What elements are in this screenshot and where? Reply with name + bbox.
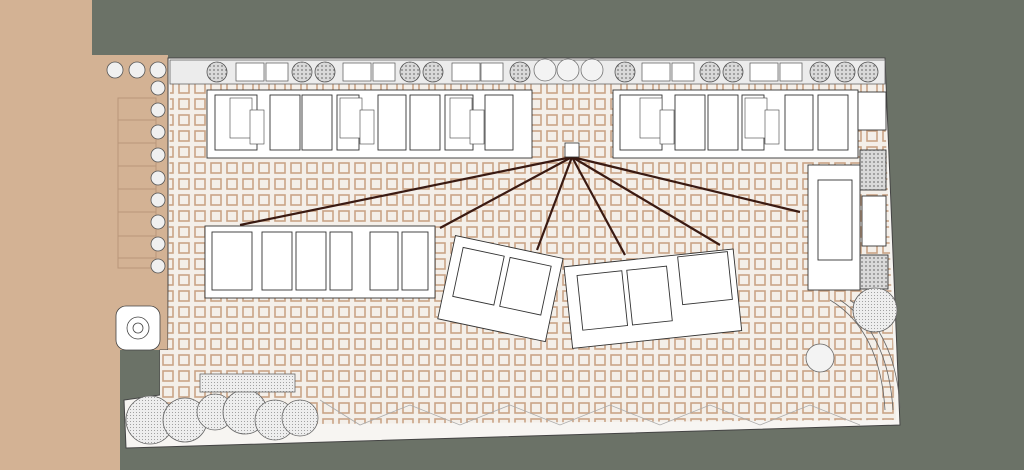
south-planters [319, 399, 861, 426]
focal-point [564, 142, 580, 158]
amphitheatre-steps [805, 287, 901, 411]
stair-cores-north-a [229, 97, 485, 145]
fountain [115, 305, 161, 351]
radial-axis-lines [239, 155, 801, 256]
stair-cores-north-b [639, 97, 780, 145]
tree-canopies-west [106, 61, 167, 274]
tree-canopies-north [206, 61, 879, 83]
tree-canopies-light [533, 58, 604, 82]
residential-block-south-a [204, 225, 436, 299]
benches [199, 373, 296, 393]
residential-block-south-c [563, 248, 743, 349]
tree-canopies-south [125, 389, 319, 445]
east-column [807, 91, 889, 291]
terrain-parcel [0, 0, 168, 470]
residential-block-south-b [437, 235, 564, 343]
north-windows [235, 62, 803, 82]
